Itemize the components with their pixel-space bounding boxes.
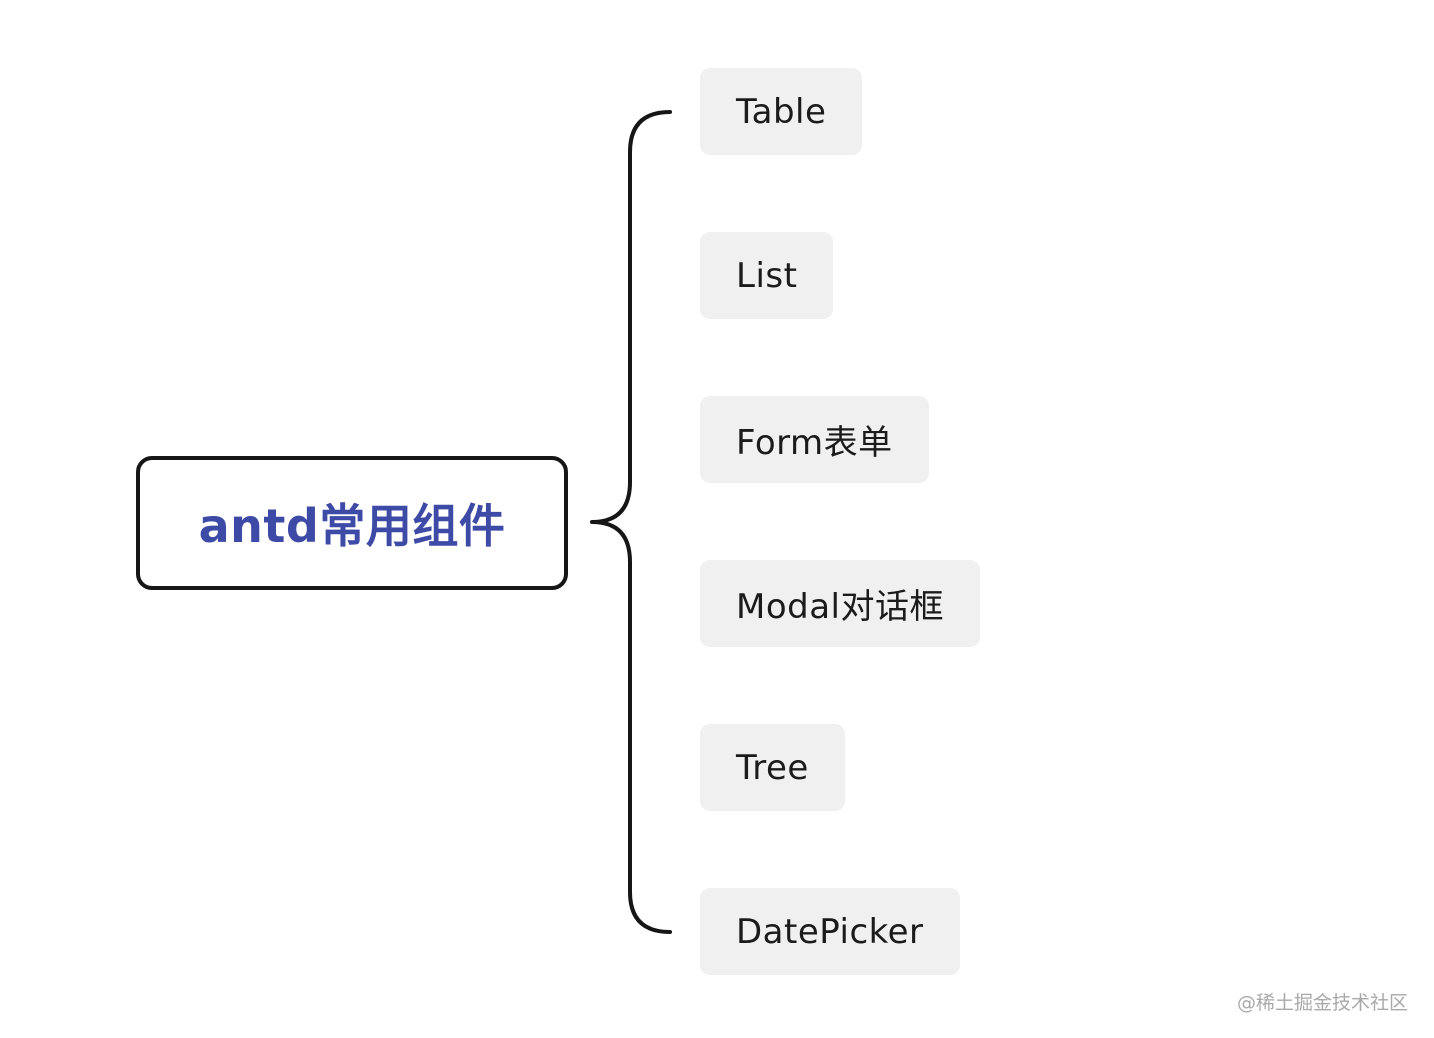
child-node-form[interactable]: Form表单 [700,396,929,483]
child-label-modal: Modal对话框 [736,587,944,627]
watermark: @稀土掘金技术社区 [1236,992,1408,1014]
child-label-form: Form表单 [736,423,893,463]
child-node-datepicker[interactable]: DatePicker [700,888,960,975]
root-node[interactable]: antd常用组件 [136,456,568,590]
child-node-modal[interactable]: Modal对话框 [700,560,980,647]
child-label-tree: Tree [736,747,809,788]
child-label-list: List [736,255,798,296]
child-label-datepicker: DatePicker [736,911,924,952]
child-node-table[interactable]: Table [700,68,863,155]
child-node-list[interactable]: List [700,232,834,319]
root-label: antd常用组件 [198,499,506,553]
child-node-tree[interactable]: Tree [700,724,845,811]
child-label-table: Table [736,91,827,132]
